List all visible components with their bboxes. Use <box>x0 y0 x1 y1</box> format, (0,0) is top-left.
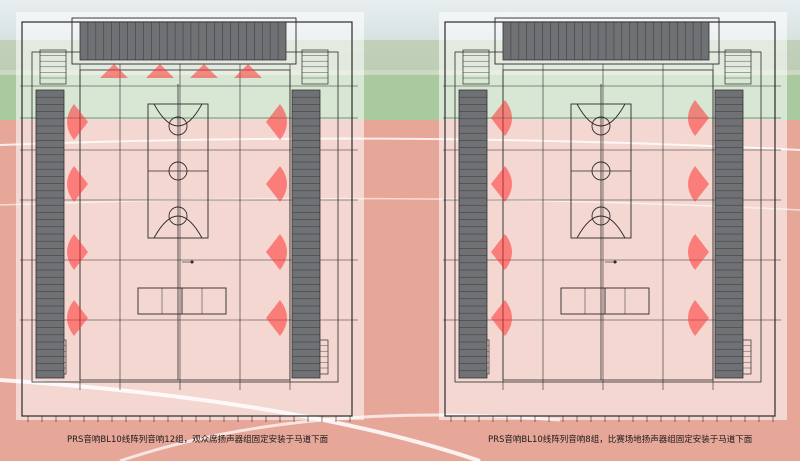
speaker-beam-8 <box>688 300 709 336</box>
speaker-beam-12 <box>266 300 287 336</box>
floor-plan-right <box>439 12 787 422</box>
speaker-beam-10 <box>266 166 287 202</box>
speaker-beam-4 <box>491 300 512 336</box>
bleacher-east <box>714 89 744 379</box>
speaker-group-field <box>491 100 709 336</box>
bleacher-west <box>35 89 65 379</box>
speaker-beam-5 <box>688 100 709 136</box>
speaker-beam-1 <box>491 100 512 136</box>
bleacher-west <box>458 89 488 379</box>
speaker-beam-3 <box>190 64 218 78</box>
basketball-court <box>570 84 632 380</box>
volleyball-court <box>137 287 227 315</box>
speaker-beam-9 <box>266 104 287 140</box>
volleyball-court <box>560 287 650 315</box>
bleacher-east <box>291 89 321 379</box>
speaker-beam-6 <box>688 166 709 202</box>
speaker-beam-4 <box>234 64 262 78</box>
speaker-beam-7 <box>67 234 88 270</box>
speaker-group-audience <box>67 64 287 336</box>
basketball-court <box>147 84 209 380</box>
speaker-beam-8 <box>67 300 88 336</box>
speaker-beam-7 <box>688 234 709 270</box>
speaker-beam-6 <box>67 166 88 202</box>
floor-plan-left <box>16 12 364 422</box>
speaker-beam-1 <box>100 64 128 78</box>
bleacher-north <box>502 21 710 61</box>
caption-right: PRS音响BL10线阵列音响8组，比赛场地扬声器组固定安装于马道下面 <box>488 435 753 445</box>
speaker-beam-5 <box>67 104 88 140</box>
speaker-beam-2 <box>146 64 174 78</box>
bleacher-north <box>79 21 287 61</box>
speaker-beam-3 <box>491 234 512 270</box>
speaker-beam-11 <box>266 234 287 270</box>
caption-left: PRS音响BL10线阵列音响12组，观众席扬声器组固定安装于马道下面 <box>67 435 329 445</box>
speaker-beam-2 <box>491 166 512 202</box>
